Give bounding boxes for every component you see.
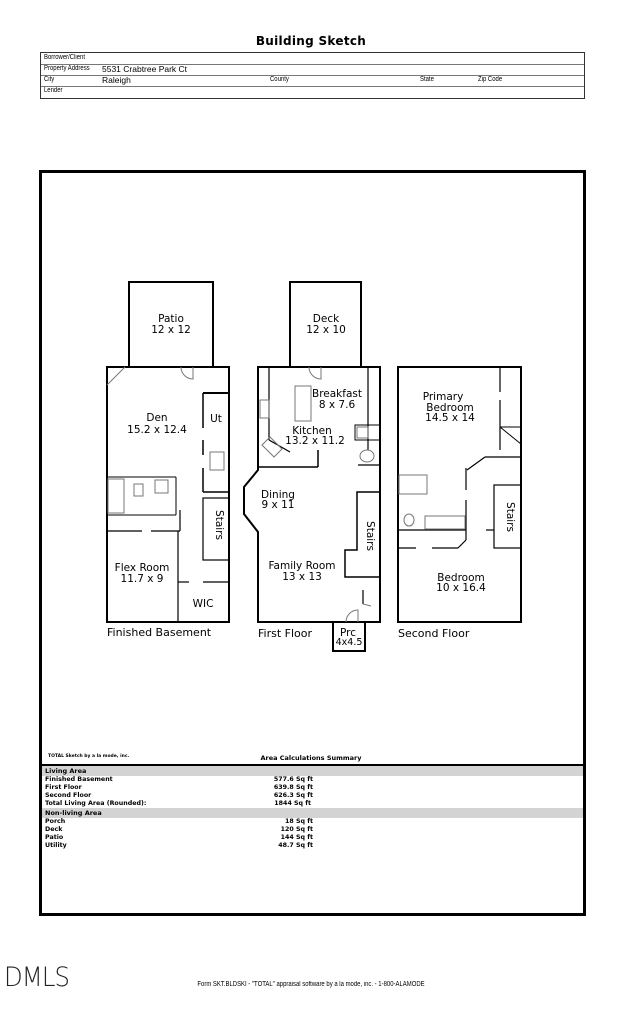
summary-total-row: Total Living Area (Rounded):1844 Sq ft (45, 800, 311, 807)
svg-text:4x4.5: 4x4.5 (336, 637, 363, 648)
living-area-header: Living Area (42, 766, 583, 776)
city-value: Raleigh (102, 75, 131, 85)
svg-text:Second Floor: Second Floor (398, 627, 470, 640)
svg-text:15.2 x 12.4: 15.2 x 12.4 (127, 424, 187, 436)
svg-text:WIC: WIC (193, 598, 214, 610)
svg-text:Den: Den (146, 412, 167, 424)
state-label: State (420, 76, 434, 83)
svg-text:Bedroom: Bedroom (437, 572, 485, 584)
address-row: Property Address 5531 Crabtree Park Ct (41, 64, 584, 76)
address-label: Property Address (44, 65, 90, 72)
svg-text:Stairs: Stairs (213, 510, 225, 540)
svg-text:First Floor: First Floor (258, 627, 312, 640)
floor-plan-drawing: Patio 12 x 12 Den 15.2 x 12.4 Ut Stairs … (106, 281, 522, 652)
sketch-credit: TOTAL Sketch by a la mode, inc. (48, 754, 130, 759)
svg-text:14.5 x 14: 14.5 x 14 (425, 412, 475, 424)
form-footer: Form SKT.BLDSKI - "TOTAL" appraisal soft… (197, 981, 425, 988)
svg-text:8 x 7.6: 8 x 7.6 (319, 399, 356, 411)
basement-outline (106, 366, 230, 623)
area-summary-title: Area Calculations Summary (260, 754, 362, 762)
svg-text:Dining: Dining (261, 489, 295, 501)
dmls-logo: DMLS (4, 962, 70, 993)
svg-text:Stairs: Stairs (364, 521, 376, 551)
svg-text:Deck: Deck (313, 313, 340, 325)
svg-text:Stairs: Stairs (504, 502, 516, 532)
nonliving-area-header: Non-living Area (42, 808, 583, 818)
sketch-frame (39, 170, 586, 916)
svg-text:12 x 10: 12 x 10 (306, 324, 346, 336)
svg-text:Primary: Primary (423, 391, 464, 403)
lender-label: Lender (44, 87, 63, 94)
city-row: City Raleigh County State Zip Code (41, 75, 584, 87)
borrower-label: Borrower/Client (44, 54, 86, 61)
porch-outline (332, 621, 366, 652)
property-header-table: Borrower/Client Property Address 5531 Cr… (40, 52, 585, 99)
city-label: City (44, 76, 55, 83)
svg-text:Finished Basement: Finished Basement (107, 626, 212, 639)
county-label: County (270, 76, 289, 83)
svg-text:Breakfast: Breakfast (312, 388, 362, 400)
address-value: 5531 Crabtree Park Ct (102, 64, 188, 74)
svg-text:Ut: Ut (210, 413, 222, 425)
svg-text:Patio: Patio (158, 313, 184, 325)
document-title: Building Sketch (255, 34, 367, 48)
first-floor-outline (243, 366, 381, 623)
lender-row: Lender (41, 86, 584, 98)
svg-text:13.2 x 11.2: 13.2 x 11.2 (285, 435, 345, 447)
svg-text:Kitchen: Kitchen (292, 425, 331, 437)
svg-text:13 x 13: 13 x 13 (282, 571, 322, 583)
svg-text:Bedroom: Bedroom (426, 402, 474, 414)
borrower-row: Borrower/Client (41, 53, 584, 65)
svg-text:12 x 12: 12 x 12 (151, 324, 191, 336)
svg-text:Prc: Prc (340, 627, 356, 639)
svg-text:Family Room: Family Room (268, 560, 335, 572)
svg-text:10 x 16.4: 10 x 16.4 (436, 582, 486, 594)
svg-text:9 x 11: 9 x 11 (262, 499, 295, 511)
svg-text:Flex Room: Flex Room (115, 562, 170, 574)
svg-text:11.7 x 9: 11.7 x 9 (121, 573, 164, 585)
zip-label: Zip Code (478, 76, 503, 83)
